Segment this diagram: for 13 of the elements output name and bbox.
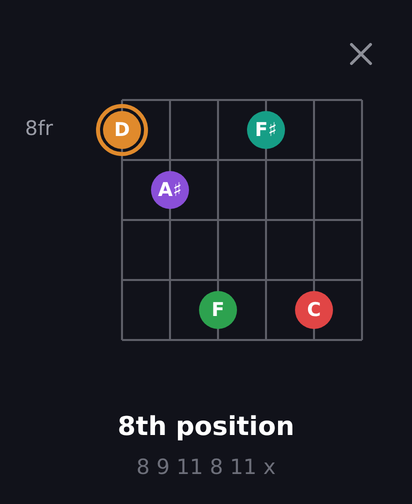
note-name: C xyxy=(307,300,321,320)
fret-number: 8fr xyxy=(25,117,53,140)
note-name: F xyxy=(212,300,224,320)
root-note-dot xyxy=(96,104,148,156)
note-name: F♯ xyxy=(254,120,278,140)
note-dot xyxy=(199,291,237,329)
fret-sequence: 8 9 11 8 11 x xyxy=(136,455,276,480)
note-name: D xyxy=(114,120,130,140)
note-name: A♯ xyxy=(158,180,182,200)
note-dot xyxy=(151,171,189,209)
note-dot xyxy=(295,291,333,329)
note-dot xyxy=(247,111,285,149)
chord-title: 8th position xyxy=(118,413,294,443)
